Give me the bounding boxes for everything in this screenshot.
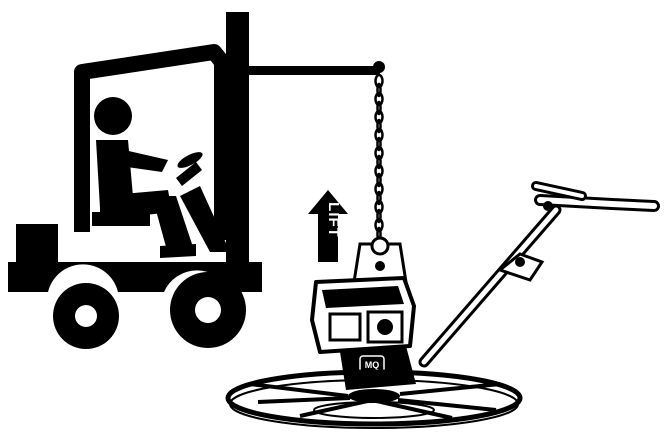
forklift-boom-arm bbox=[246, 66, 380, 75]
front-wheel bbox=[170, 272, 246, 348]
lift-label: LIFT bbox=[325, 202, 342, 238]
brand-logo: MQ bbox=[365, 360, 380, 370]
chain-icon bbox=[376, 75, 383, 240]
lift-arrow-icon: LIFT bbox=[308, 190, 348, 262]
operator-head bbox=[94, 97, 132, 135]
forklift-seat bbox=[92, 212, 150, 226]
power-trowel-icon: MQ bbox=[228, 186, 654, 428]
forklift-counterweight bbox=[16, 224, 58, 268]
rear-wheel bbox=[53, 283, 119, 349]
boom-end-knob bbox=[373, 61, 385, 73]
lifting-hook-icon bbox=[354, 238, 406, 282]
